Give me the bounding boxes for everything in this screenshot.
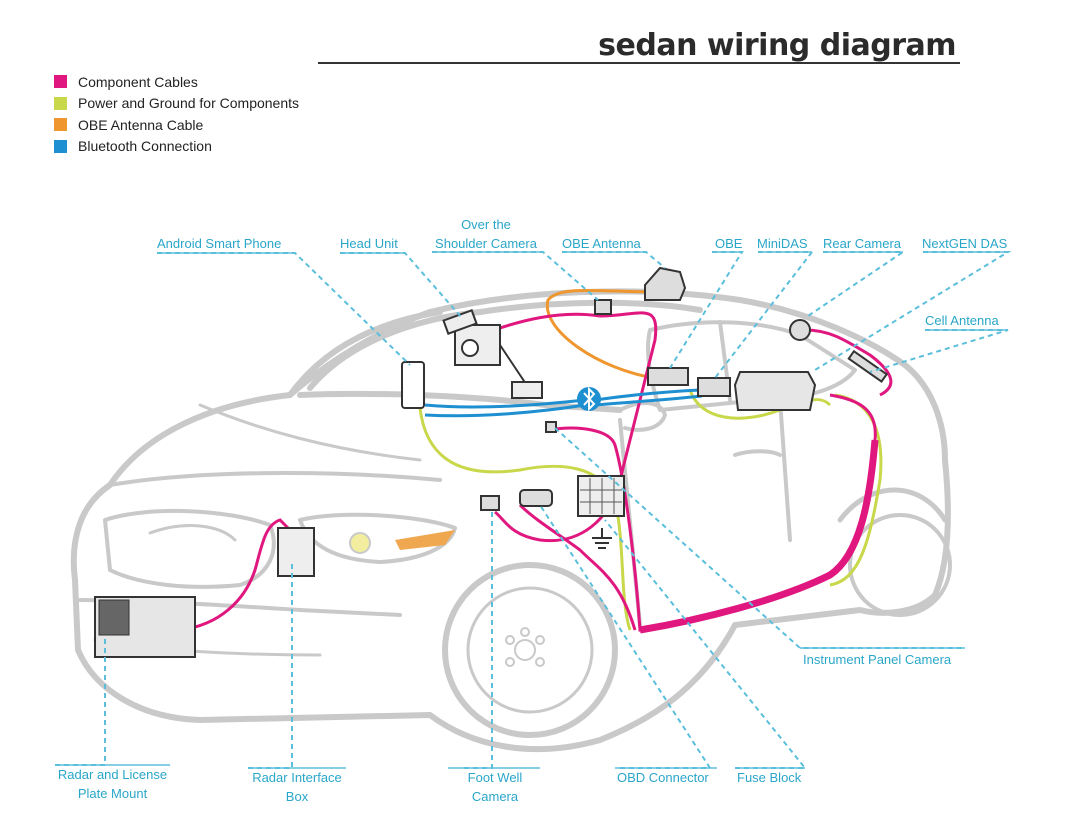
callout-head-unit: Head Unit [340,236,398,251]
bluetooth-icon [577,386,601,412]
das-box-icon [733,371,817,411]
legend: Component Cables Power and Ground for Co… [54,71,299,157]
ground-symbol-icon [592,528,612,549]
diagram-title: sedan wiring diagram [598,28,956,63]
legend-item-component-cables: Component Cables [54,71,299,93]
foot-camera-icon [480,495,500,511]
bluetooth-links [424,388,703,418]
phone-icon [401,361,425,409]
callout-obe-antenna: OBE Antenna [562,236,641,251]
legend-swatch-yellow [54,96,67,110]
callout-obd-connector: OBD Connector [617,770,709,785]
callout-cell-antenna: Cell Antenna [925,313,999,328]
legend-item-bluetooth: Bluetooth Connection [54,136,299,158]
legend-item-power-ground: Power and Ground for Components [54,93,299,115]
legend-item-antenna-cable: OBE Antenna Cable [54,114,299,136]
wheel-hub [505,627,545,667]
main-harness [639,439,879,634]
cell-antenna-icon [847,349,889,383]
callout-radar-box-line2: Box [285,789,309,804]
camera-icon [594,299,612,315]
callout-fuse-block: Fuse Block [737,770,802,785]
callout-obe: OBE [715,236,743,251]
headlight-bulb [349,532,371,554]
fuse-grid [580,478,622,514]
radar-box-icon [277,527,315,577]
minidas-icon [697,377,731,397]
car-outline [70,288,952,753]
title-rule: sedan wiring diagram [318,26,960,64]
legend-label: Bluetooth Connection [78,138,212,155]
callout-instrument-panel-camera: Instrument Panel Camera [803,652,952,667]
callout-android-phone: Android Smart Phone [157,236,282,251]
callout-foot-well-line1: Foot Well [467,770,523,785]
turn-signal [395,530,455,550]
callout-shoulder-camera: Over the Shoulder Camera [430,215,542,253]
head-unit-icon [442,309,543,399]
callout-nextgen-das: NextGEN DAS [922,236,1008,251]
radar-unit [98,599,130,636]
callout-radar-box: Radar Interface Box [245,768,349,806]
callout-radar-mount-line2: Plate Mount [77,786,148,801]
callout-foot-well: Foot Well Camera [450,768,540,806]
callout-radar-mount: Radar and License Plate Mount [50,765,175,803]
callout-underlines [55,251,1008,769]
callout-foot-well-line2: Camera [471,789,519,804]
rear-camera-icon [789,319,811,341]
legend-swatch-pink [54,75,67,89]
antenna-cable [545,288,661,380]
instrument-camera-icon [545,421,557,433]
legend-label: Component Cables [78,73,198,90]
antenna-icon [644,266,687,301]
callout-shoulder-camera-line1: Over the [461,217,511,232]
obd-connector-icon [519,489,553,507]
obe-box-icon [647,367,689,386]
callout-radar-mount-line1: Radar and License [57,767,168,782]
callout-shoulder-camera-line2: Shoulder Camera [435,236,537,251]
fuse-block-icon [577,475,625,517]
callout-minidas: MiniDAS [757,236,808,251]
legend-label: OBE Antenna Cable [78,116,204,133]
legend-label: Power and Ground for Components [78,95,300,112]
callout-radar-box-line1: Radar Interface [252,770,342,785]
callout-rear-camera: Rear Camera [823,236,902,251]
legend-swatch-blue [54,139,67,153]
legend-swatch-orange [54,118,67,132]
